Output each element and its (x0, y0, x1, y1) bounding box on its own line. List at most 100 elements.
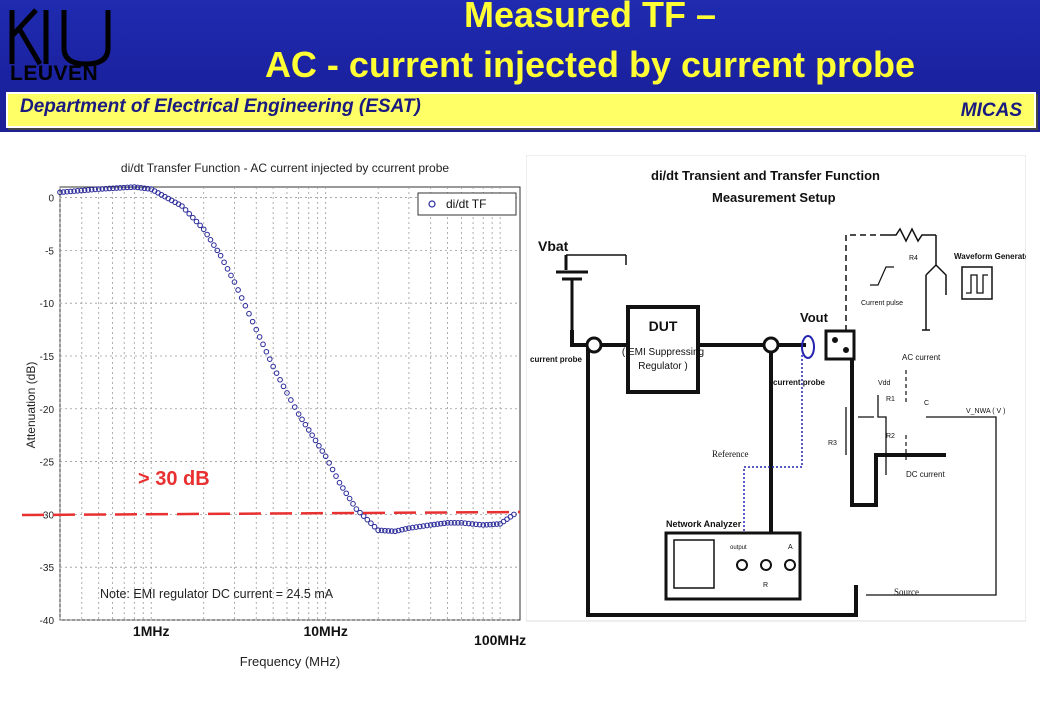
data-point (480, 522, 487, 528)
data-point (343, 490, 350, 497)
data-point (95, 186, 102, 192)
data-point (319, 448, 326, 454)
source-label: Source (894, 587, 919, 597)
data-point (81, 187, 88, 194)
data-point (424, 522, 430, 529)
data-point (134, 184, 141, 191)
data-point (85, 187, 91, 193)
current-probe-left-label: current probe (530, 355, 583, 364)
data-point (434, 521, 441, 527)
legend-label: di/dt TF (446, 197, 486, 211)
data-point (242, 303, 249, 309)
waveform-generator-box (961, 266, 993, 300)
slide-header: LEUVEN Measured TF – AC - current inject… (0, 0, 1040, 132)
data-point (103, 185, 109, 192)
data-point (200, 226, 207, 233)
y-tick-label: -20 (40, 405, 55, 416)
battery-icon (556, 254, 627, 330)
data-point (113, 185, 120, 191)
data-point (64, 188, 70, 195)
waveform-generator-label: Waveform Generator (954, 252, 1026, 261)
data-point (270, 363, 276, 370)
data-point (302, 421, 309, 428)
data-point (197, 222, 203, 229)
note-annotation: Note: EMI regulator DC current = 24.5 mA (100, 587, 334, 601)
data-point (385, 528, 392, 534)
data-point (392, 528, 398, 535)
data-point (371, 523, 378, 530)
y-tick-labels: 0-5-10-15-20-25-30-35-40 (40, 194, 55, 627)
data-point (326, 460, 332, 466)
data-point (438, 520, 444, 527)
data-point (266, 356, 273, 362)
y-axis-label: Attenuation (dB) (24, 362, 38, 449)
data-point (71, 188, 77, 194)
network-analyzer-label: Network Analyzer (666, 519, 742, 529)
x-tick-label: 10MHz (303, 623, 347, 639)
data-point (388, 528, 395, 534)
r4-resistor (886, 227, 936, 243)
data-point (120, 184, 127, 191)
x-axis-label: Frequency (MHz) (240, 654, 340, 669)
group-label: MICAS (960, 100, 1022, 121)
data-point (217, 252, 224, 259)
ku-leuven-logo-icon (9, 8, 111, 67)
setup-title-line2: Measurement Setup (712, 190, 836, 205)
data-point (336, 479, 343, 486)
data-point (441, 520, 448, 527)
dut-label: DUT (649, 318, 678, 334)
r3-label: R3 (828, 440, 837, 447)
data-point (462, 520, 468, 526)
x-tick-label: 1MHz (133, 623, 170, 639)
network-analyzer-screen (673, 539, 715, 589)
data-point (211, 242, 217, 248)
data-point (483, 521, 490, 528)
data-point (110, 185, 116, 192)
data-point (305, 427, 312, 433)
data-point (214, 247, 221, 254)
data-point (138, 185, 144, 191)
data-point (246, 310, 252, 317)
ac-current-label: AC current (902, 353, 941, 362)
data-point (451, 520, 458, 526)
x-tick-label: 100MHz (474, 632, 526, 648)
plot-area (59, 186, 521, 621)
data-point (182, 207, 189, 213)
switch-box (824, 329, 856, 361)
data-point (413, 524, 419, 530)
r2-label: R2 (886, 433, 895, 440)
data-point (280, 383, 287, 390)
data-point (493, 521, 500, 527)
legend-marker (428, 200, 436, 208)
data-point (402, 526, 409, 532)
data-point (417, 523, 423, 530)
data-point (420, 523, 427, 529)
slide-title-line1: Measured TF – (463, 0, 717, 35)
data-point (145, 185, 151, 192)
data-point (124, 184, 130, 191)
data-point (399, 526, 405, 533)
data-point (186, 210, 193, 217)
data-point (207, 237, 214, 243)
vout-probe-icon (801, 335, 815, 359)
dut-sub2: Regulator ) (638, 361, 687, 372)
data-point (395, 527, 402, 534)
data-point (88, 186, 95, 193)
threshold-line (21, 510, 521, 517)
data-point (295, 411, 302, 417)
data-point (284, 390, 290, 396)
data-point (57, 189, 63, 196)
data-point (288, 397, 294, 403)
data-point (350, 501, 356, 507)
data-point (228, 272, 234, 279)
data-point (455, 520, 461, 526)
data-point (117, 185, 123, 191)
vdd-label: Vdd (878, 380, 891, 387)
data-point (256, 334, 263, 340)
data-point (179, 203, 185, 209)
data-point (340, 485, 346, 491)
dut-block (626, 305, 700, 394)
data-point (473, 521, 479, 528)
data-point (353, 506, 360, 512)
data-point (431, 521, 437, 528)
